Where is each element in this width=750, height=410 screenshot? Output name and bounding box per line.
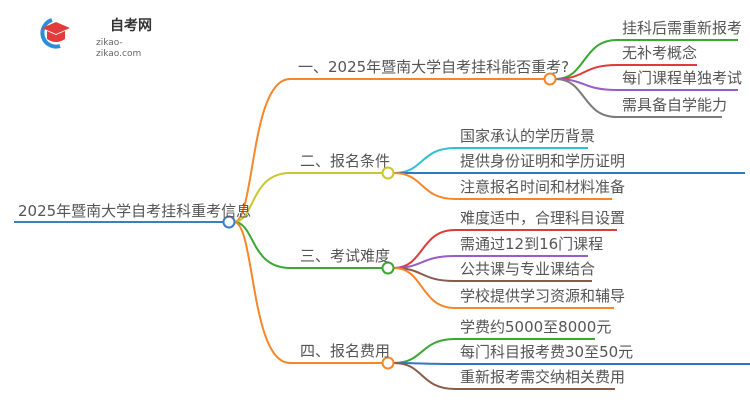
leaf-label-1-4[interactable]: 需具备自学能力 (622, 96, 728, 114)
leaf-label-4-1[interactable]: 学费约5000至8000元 (460, 318, 612, 336)
leaf-label-3-2[interactable]: 需通过12到16门课程 (460, 235, 604, 253)
leaf-connector-4-1 (393, 338, 595, 364)
leaf-label-2-2[interactable]: 提供身份证明和学历证明 (460, 152, 626, 170)
logo-name: 自考网 (110, 18, 152, 34)
leaf-connector-1-4 (555, 78, 722, 118)
leaf-label-1-1[interactable]: 挂科后需重新报考 (622, 19, 743, 37)
leaf-connector-2-1 (393, 147, 588, 174)
leaf-connector-4-2 (393, 362, 750, 365)
branch-label-4[interactable]: 四、报名费用 (300, 342, 391, 360)
branch-node-3[interactable] (381, 261, 395, 275)
branch-node-1[interactable] (543, 72, 557, 86)
leaf-label-2-3[interactable]: 注意报名时间和材料准备 (460, 178, 626, 196)
branch-connector-1 (233, 78, 545, 223)
branch-connector-3 (233, 221, 383, 269)
leaf-connector-2-3 (393, 172, 612, 200)
branch-node-2[interactable] (381, 166, 395, 180)
branch-label-3[interactable]: 三、考试难度 (300, 247, 391, 265)
root-node-label[interactable]: 2025年暨南大学自考挂科重考信息 (18, 202, 252, 220)
leaf-label-4-3[interactable]: 重新报考需交纳相关费用 (460, 368, 626, 386)
leaf-connector-3-1 (393, 229, 617, 269)
logo-icon (40, 18, 70, 49)
leaf-label-3-4[interactable]: 学校提供学习资源和辅导 (460, 287, 626, 305)
leaf-label-1-2[interactable]: 无补考概念 (622, 44, 698, 62)
branch-label-1[interactable]: 一、2025年暨南大学自考挂科能否重考? (298, 58, 570, 76)
leaf-connector-1-1 (555, 39, 738, 80)
leaf-label-2-1[interactable]: 国家承认的学历背景 (460, 127, 596, 145)
branch-node-4[interactable] (381, 356, 395, 370)
leaf-label-1-3[interactable]: 每门课程单独考试 (622, 69, 743, 87)
branch-label-2[interactable]: 二、报名条件 (300, 152, 391, 170)
leaf-label-3-3[interactable]: 公共课与专业课结合 (460, 260, 596, 278)
leaf-label-4-2[interactable]: 每门科目报考费30至50元 (460, 343, 634, 361)
root-node[interactable] (222, 215, 236, 229)
leaf-connector-4-3 (393, 362, 615, 390)
logo-url: zikao-zikao.com (96, 38, 142, 59)
branch-connector-2 (233, 172, 383, 223)
logo: 自考网 zikao-zikao.com (30, 14, 160, 59)
leaf-label-3-1[interactable]: 难度适中，合理科目设置 (460, 209, 626, 227)
branch-connector-4 (233, 221, 383, 364)
leaf-connector-3-4 (393, 267, 614, 309)
